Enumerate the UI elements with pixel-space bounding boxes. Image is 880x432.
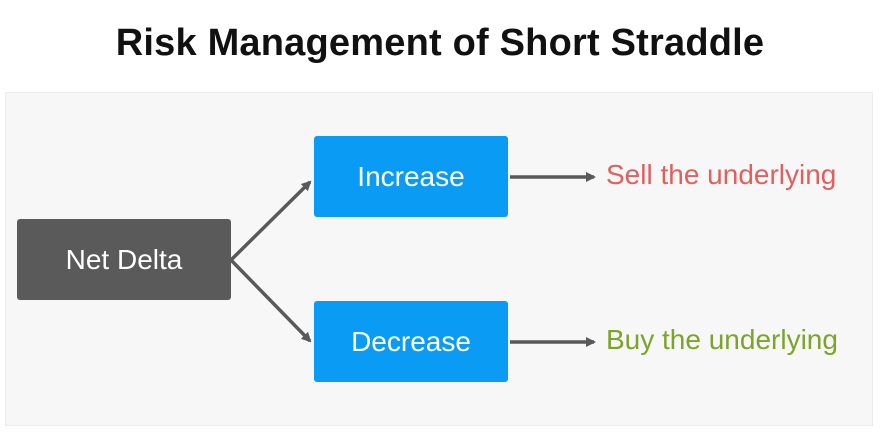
net-delta-label: Net Delta <box>65 243 183 275</box>
arrow-to-decrease <box>229 258 312 343</box>
increase-node: Increase <box>314 136 508 217</box>
increase-label: Increase <box>357 160 465 192</box>
diagram-title: Risk Management of Short Straddle <box>115 22 765 64</box>
decrease-node: Decrease <box>314 301 508 382</box>
decrease-label: Decrease <box>351 325 471 357</box>
arrow-to-increase <box>229 180 312 262</box>
buy-outcome-text: Buy the underlying <box>606 324 838 355</box>
sell-outcome-text: Sell the underlying <box>606 159 837 190</box>
net-delta-node: Net Delta <box>17 219 231 300</box>
